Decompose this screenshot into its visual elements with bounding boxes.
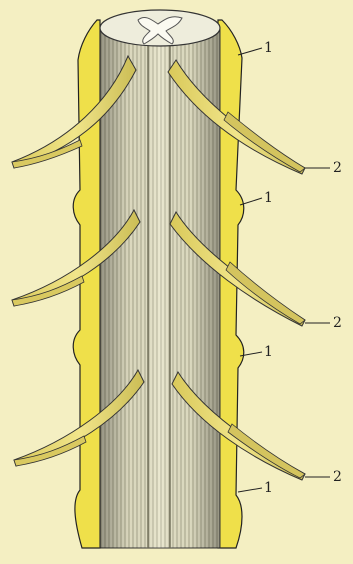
nerve-root-label-top: 2 — [333, 160, 342, 176]
leader-line-ligament-bottom — [238, 488, 262, 492]
ligament-label-lower-mid: 1 — [264, 344, 273, 360]
ligament-label-top: 1 — [264, 40, 273, 56]
ligament-label-bottom: 1 — [264, 480, 273, 496]
nerve-root-label-bottom: 2 — [333, 469, 342, 485]
leader-line-ligament-top — [238, 48, 262, 55]
nerve-root-label-mid: 2 — [333, 315, 342, 331]
ligament-label-upper-mid: 1 — [264, 190, 273, 206]
